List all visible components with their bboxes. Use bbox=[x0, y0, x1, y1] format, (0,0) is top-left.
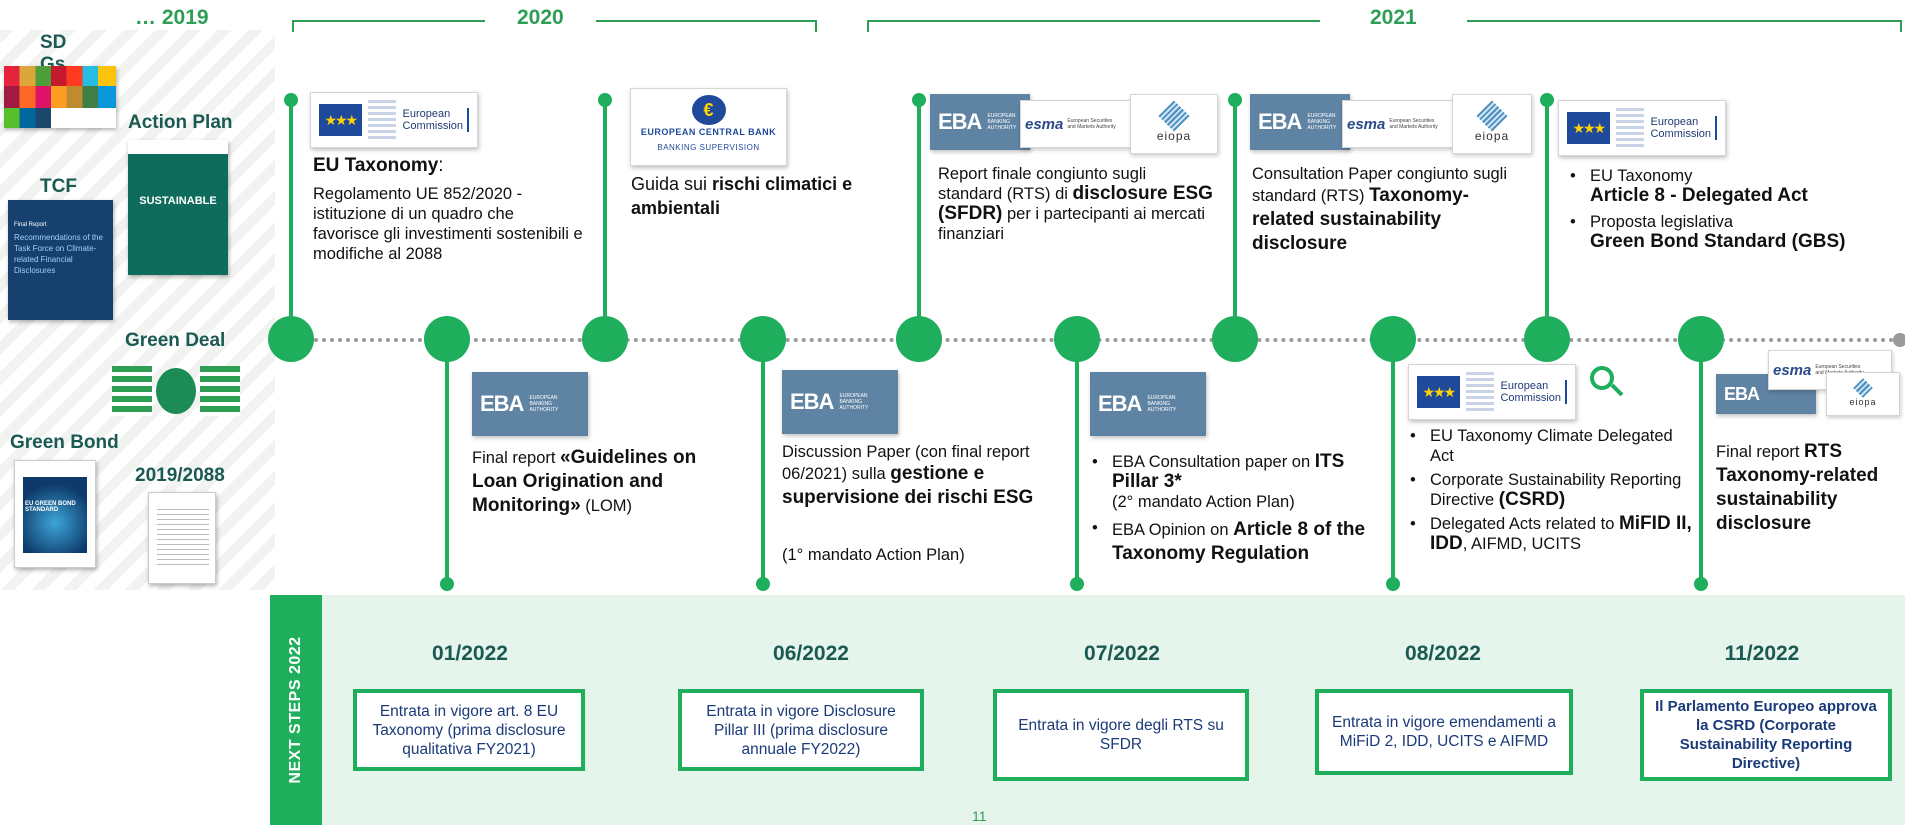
next-steps-label: NEXT STEPS 2022 bbox=[287, 636, 304, 784]
eu-flag-icon: ★★★ bbox=[1567, 112, 1610, 144]
next-step-box: Entrata in vigore degli RTS su SFDR bbox=[993, 689, 1249, 781]
list-item: EU Taxonomy Climate Delegated Act bbox=[1408, 426, 1698, 466]
timeline-connector-3 bbox=[917, 100, 921, 318]
eu-flag-icon: ★★★ bbox=[1417, 376, 1460, 408]
next-step-box: Il Parlamento Europeo approva la CSRD (C… bbox=[1640, 689, 1892, 781]
action-plan-cover: SUSTAINABLE bbox=[128, 140, 228, 275]
next-step-box: Entrata in vigore art. 8 EU Taxonomy (pr… bbox=[353, 689, 585, 771]
next-step-date: 11/2022 bbox=[1724, 642, 1800, 665]
green-bond-label: Green Bond bbox=[10, 432, 119, 453]
timeline-connector-2 bbox=[603, 100, 607, 318]
timeline-bottom-marker-5 bbox=[1694, 577, 1708, 591]
eiopa-logo: eiopa bbox=[1130, 94, 1218, 154]
sdg-grid-image bbox=[4, 66, 116, 128]
timeline-connector-1 bbox=[289, 100, 293, 318]
timeline-node-5 bbox=[1524, 316, 1570, 362]
list-item: EBA Consultation paper on ITS Pillar 3*(… bbox=[1090, 452, 1385, 512]
eiopa-logo: eiopa bbox=[1452, 94, 1532, 154]
event-rts-final-report-text: Final report RTS Taxonomy-related sustai… bbox=[1716, 441, 1879, 534]
timeline-end-marker bbox=[1893, 333, 1905, 347]
event-lom-text: Final report «Guidelines on Loan Origina… bbox=[472, 447, 697, 516]
year-2019-label: … 2019 bbox=[135, 6, 209, 29]
year-2021-label: 2021 bbox=[1320, 6, 1467, 30]
event-esg-risk-dp-note: (1° mandato Action Plan) bbox=[782, 546, 965, 564]
next-step-date: 07/2022 bbox=[1084, 642, 1160, 665]
timeline-node-4 bbox=[1212, 316, 1258, 362]
green-deal-diagram bbox=[112, 360, 240, 422]
list-item: Corporate Sustainability Reporting Direc… bbox=[1408, 470, 1698, 510]
next-steps-label-box bbox=[270, 595, 322, 825]
event-taxonomy-cp-text: Consultation Paper congiunto sugli stand… bbox=[1252, 165, 1508, 254]
regulation-2019-2088-label: 2019/2088 bbox=[135, 465, 225, 486]
event-pillar3-list: EBA Consultation paper on ITS Pillar 3*(… bbox=[1090, 452, 1385, 572]
event-ecb-guide-text: Guida sui rischi climatici e ambientali bbox=[631, 174, 853, 218]
regulation-document-thumbnail bbox=[148, 492, 216, 584]
next-step-box: Entrata in vigore Disclosure Pillar III … bbox=[678, 689, 924, 771]
timeline-node-1 bbox=[268, 316, 314, 362]
event-eu-taxonomy-title: EU Taxonomy: bbox=[313, 155, 444, 176]
event-csrd-list: EU Taxonomy Climate Delegated Act Corpor… bbox=[1408, 426, 1698, 560]
next-step-date: 06/2022 bbox=[773, 642, 849, 665]
page-number: 11 bbox=[972, 808, 987, 824]
eiopa-logo: eiopa bbox=[1826, 372, 1900, 416]
year-2020-label: 2020 bbox=[485, 6, 596, 30]
timeline-connector-b5 bbox=[1699, 350, 1703, 580]
timeline-bottom-marker-4 bbox=[1386, 577, 1400, 591]
timeline-node-2 bbox=[582, 316, 628, 362]
green-deal-label: Green Deal bbox=[125, 330, 226, 351]
next-step-box: Entrata in vigore emendamenti a MiFiD 2,… bbox=[1315, 689, 1573, 775]
timeline-connector-b4 bbox=[1391, 350, 1395, 580]
timeline-bottom-marker-3 bbox=[1070, 577, 1084, 591]
action-plan-label: Action Plan bbox=[128, 112, 233, 133]
next-step-date: 01/2022 bbox=[432, 642, 508, 665]
timeline-connector-b2 bbox=[761, 350, 765, 580]
timeline-bottom-marker-2 bbox=[756, 577, 770, 591]
event-esg-risk-dp-text: Discussion Paper (con final report 06/20… bbox=[782, 443, 1034, 508]
timeline-connector-b3 bbox=[1075, 350, 1079, 580]
tcfd-cover: Final Report Recommendations of the Task… bbox=[8, 200, 113, 320]
list-item: Delegated Acts related to MiFID II, IDD,… bbox=[1408, 514, 1698, 554]
event-eu-taxonomy-body: Regolamento UE 852/2020 - istituzione di… bbox=[313, 185, 583, 263]
euro-symbol-icon: € bbox=[691, 95, 726, 125]
timeline-connector-4 bbox=[1233, 100, 1237, 318]
timeline-bottom-marker-1 bbox=[440, 577, 454, 591]
list-item: EBA Opinion on Article 8 of the Taxonomy… bbox=[1090, 518, 1385, 566]
eu-flag-icon: ★★★ bbox=[319, 104, 362, 136]
next-step-date: 08/2022 bbox=[1405, 642, 1481, 665]
event-sfdr-report-text: Report finale congiunto sugli standard (… bbox=[938, 165, 1213, 243]
magnifier-icon bbox=[1590, 366, 1624, 400]
timeline-node-3 bbox=[896, 316, 942, 362]
ecb-banking-supervision-logo: € EUROPEAN CENTRAL BANK BANKING SUPERVIS… bbox=[630, 88, 787, 166]
timeline-connector-5 bbox=[1545, 100, 1549, 318]
green-bond-cover: EU GREEN BOND STANDARD bbox=[14, 460, 96, 568]
timeline-connector-b1 bbox=[445, 350, 449, 580]
